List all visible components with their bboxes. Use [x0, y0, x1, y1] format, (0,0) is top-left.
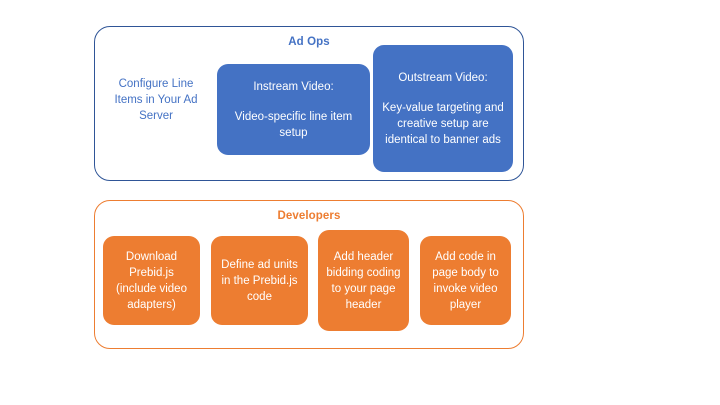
node-instream-video: Instream Video: Video-specific line item…	[217, 64, 370, 155]
node-download-prebid: Download Prebid.js (include video adapte…	[103, 236, 200, 325]
node-instream-video-body: Video-specific line item setup	[234, 110, 353, 139]
node-add-page-body-code: Add code in page body to invoke video pl…	[420, 236, 511, 325]
node-add-header-bidding-code: Add header bidding coding to your page h…	[318, 230, 409, 331]
group-title-ad-ops: Ad Ops	[288, 36, 330, 48]
node-instream-video-text: Instream Video: Video-specific line item…	[224, 79, 363, 141]
node-add-page-body-code-label: Add code in page body to invoke video pl…	[432, 250, 499, 311]
node-instream-video-heading: Instream Video:	[253, 80, 334, 93]
group-title-developers: Developers	[277, 210, 341, 222]
node-outstream-video-text: Outstream Video: Key-value targeting and…	[380, 70, 506, 148]
node-define-ad-units: Define ad units in the Prebid.js code	[211, 236, 308, 325]
node-outstream-video: Outstream Video: Key-value targeting and…	[373, 45, 513, 172]
text-spacer	[224, 95, 363, 109]
group-ad-ops: Ad Ops	[94, 26, 524, 181]
node-configure-line-items-label: Configure Line Items in Your Ad Server	[114, 78, 198, 122]
group-developers: Developers	[94, 200, 524, 349]
text-spacer	[380, 86, 506, 100]
node-download-prebid-label: Download Prebid.js (include video adapte…	[116, 250, 187, 311]
node-outstream-video-body: Key-value targeting and creative setup a…	[382, 101, 504, 146]
node-outstream-video-heading: Outstream Video:	[398, 71, 488, 84]
node-configure-line-items: Configure Line Items in Your Ad Server	[108, 72, 204, 128]
node-add-header-bidding-code-label: Add header bidding coding to your page h…	[326, 250, 401, 311]
node-define-ad-units-label: Define ad units in the Prebid.js code	[221, 258, 298, 303]
